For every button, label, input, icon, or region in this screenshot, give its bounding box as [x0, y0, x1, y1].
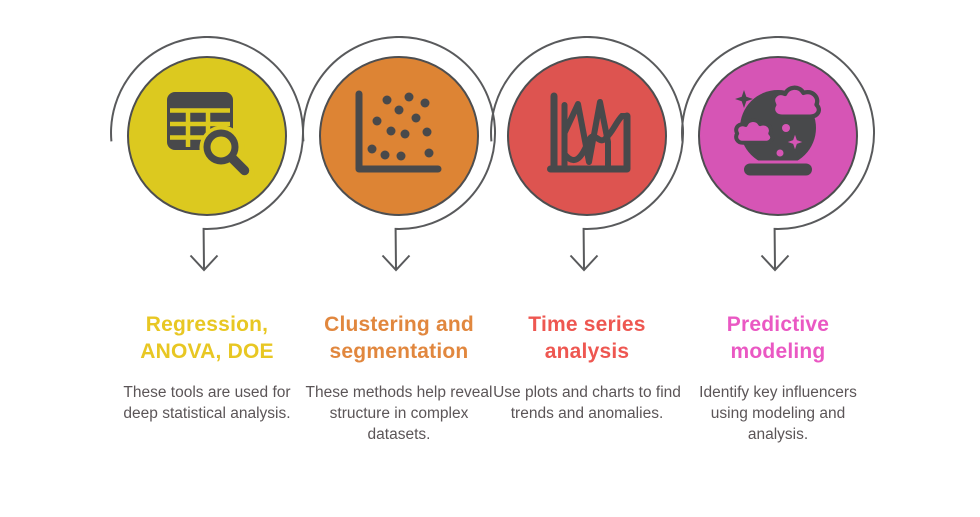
step-figure-predictive	[681, 36, 876, 272]
step-figure-regression	[110, 36, 305, 272]
step-title-line: Regression,	[145, 313, 269, 336]
arrow-head-icon	[760, 254, 790, 272]
time-series-chart-icon	[547, 92, 631, 173]
loop-arrow	[681, 36, 876, 270]
loop-arrow	[302, 36, 497, 270]
step-column-predictive: Predictive modeling Identify key influen…	[678, 36, 878, 445]
step-title-line: ANOVA, DOE	[140, 340, 274, 364]
step-figure-time-series	[490, 36, 685, 272]
step-title-line: modeling	[730, 340, 826, 364]
arrow-head-icon	[189, 254, 219, 272]
step-column-time-series: Time series analysis Use plots and chart…	[487, 36, 687, 424]
step-description-time-series: Use plots and charts to find trends and …	[493, 383, 681, 422]
step-description-predictive: Identify key influencers using modeling …	[699, 383, 857, 443]
step-title-predictive: Predictive modeling	[678, 311, 878, 366]
step-title-line: segmentation	[329, 340, 469, 364]
step-title-line: Clustering and	[324, 313, 474, 336]
loop-arrow	[110, 36, 305, 270]
table-search-icon	[167, 92, 255, 181]
crystal-ball-icon	[734, 85, 822, 176]
arrow-head-icon	[569, 254, 599, 272]
step-title-time-series: Time series analysis	[487, 311, 687, 366]
step-title-line: analysis	[544, 340, 630, 364]
step-title-clustering: Clustering and segmentation	[299, 311, 499, 366]
step-column-regression: Regression, ANOVA, DOE These tools are u…	[107, 36, 307, 424]
arrow-head-icon	[381, 254, 411, 272]
step-description-regression: These tools are used for deep statistica…	[123, 383, 291, 422]
step-circle	[319, 56, 479, 216]
scatter-plot-icon	[355, 90, 442, 173]
step-title-line: Predictive	[726, 313, 830, 336]
loop-arrow	[490, 36, 685, 270]
step-column-clustering: Clustering and segmentation These method…	[299, 36, 499, 445]
step-figure-clustering	[302, 36, 497, 272]
step-title-line: Time series	[528, 313, 646, 336]
step-description-clustering: These methods help reveal structure in c…	[305, 383, 493, 443]
step-title-regression: Regression, ANOVA, DOE	[107, 311, 307, 366]
